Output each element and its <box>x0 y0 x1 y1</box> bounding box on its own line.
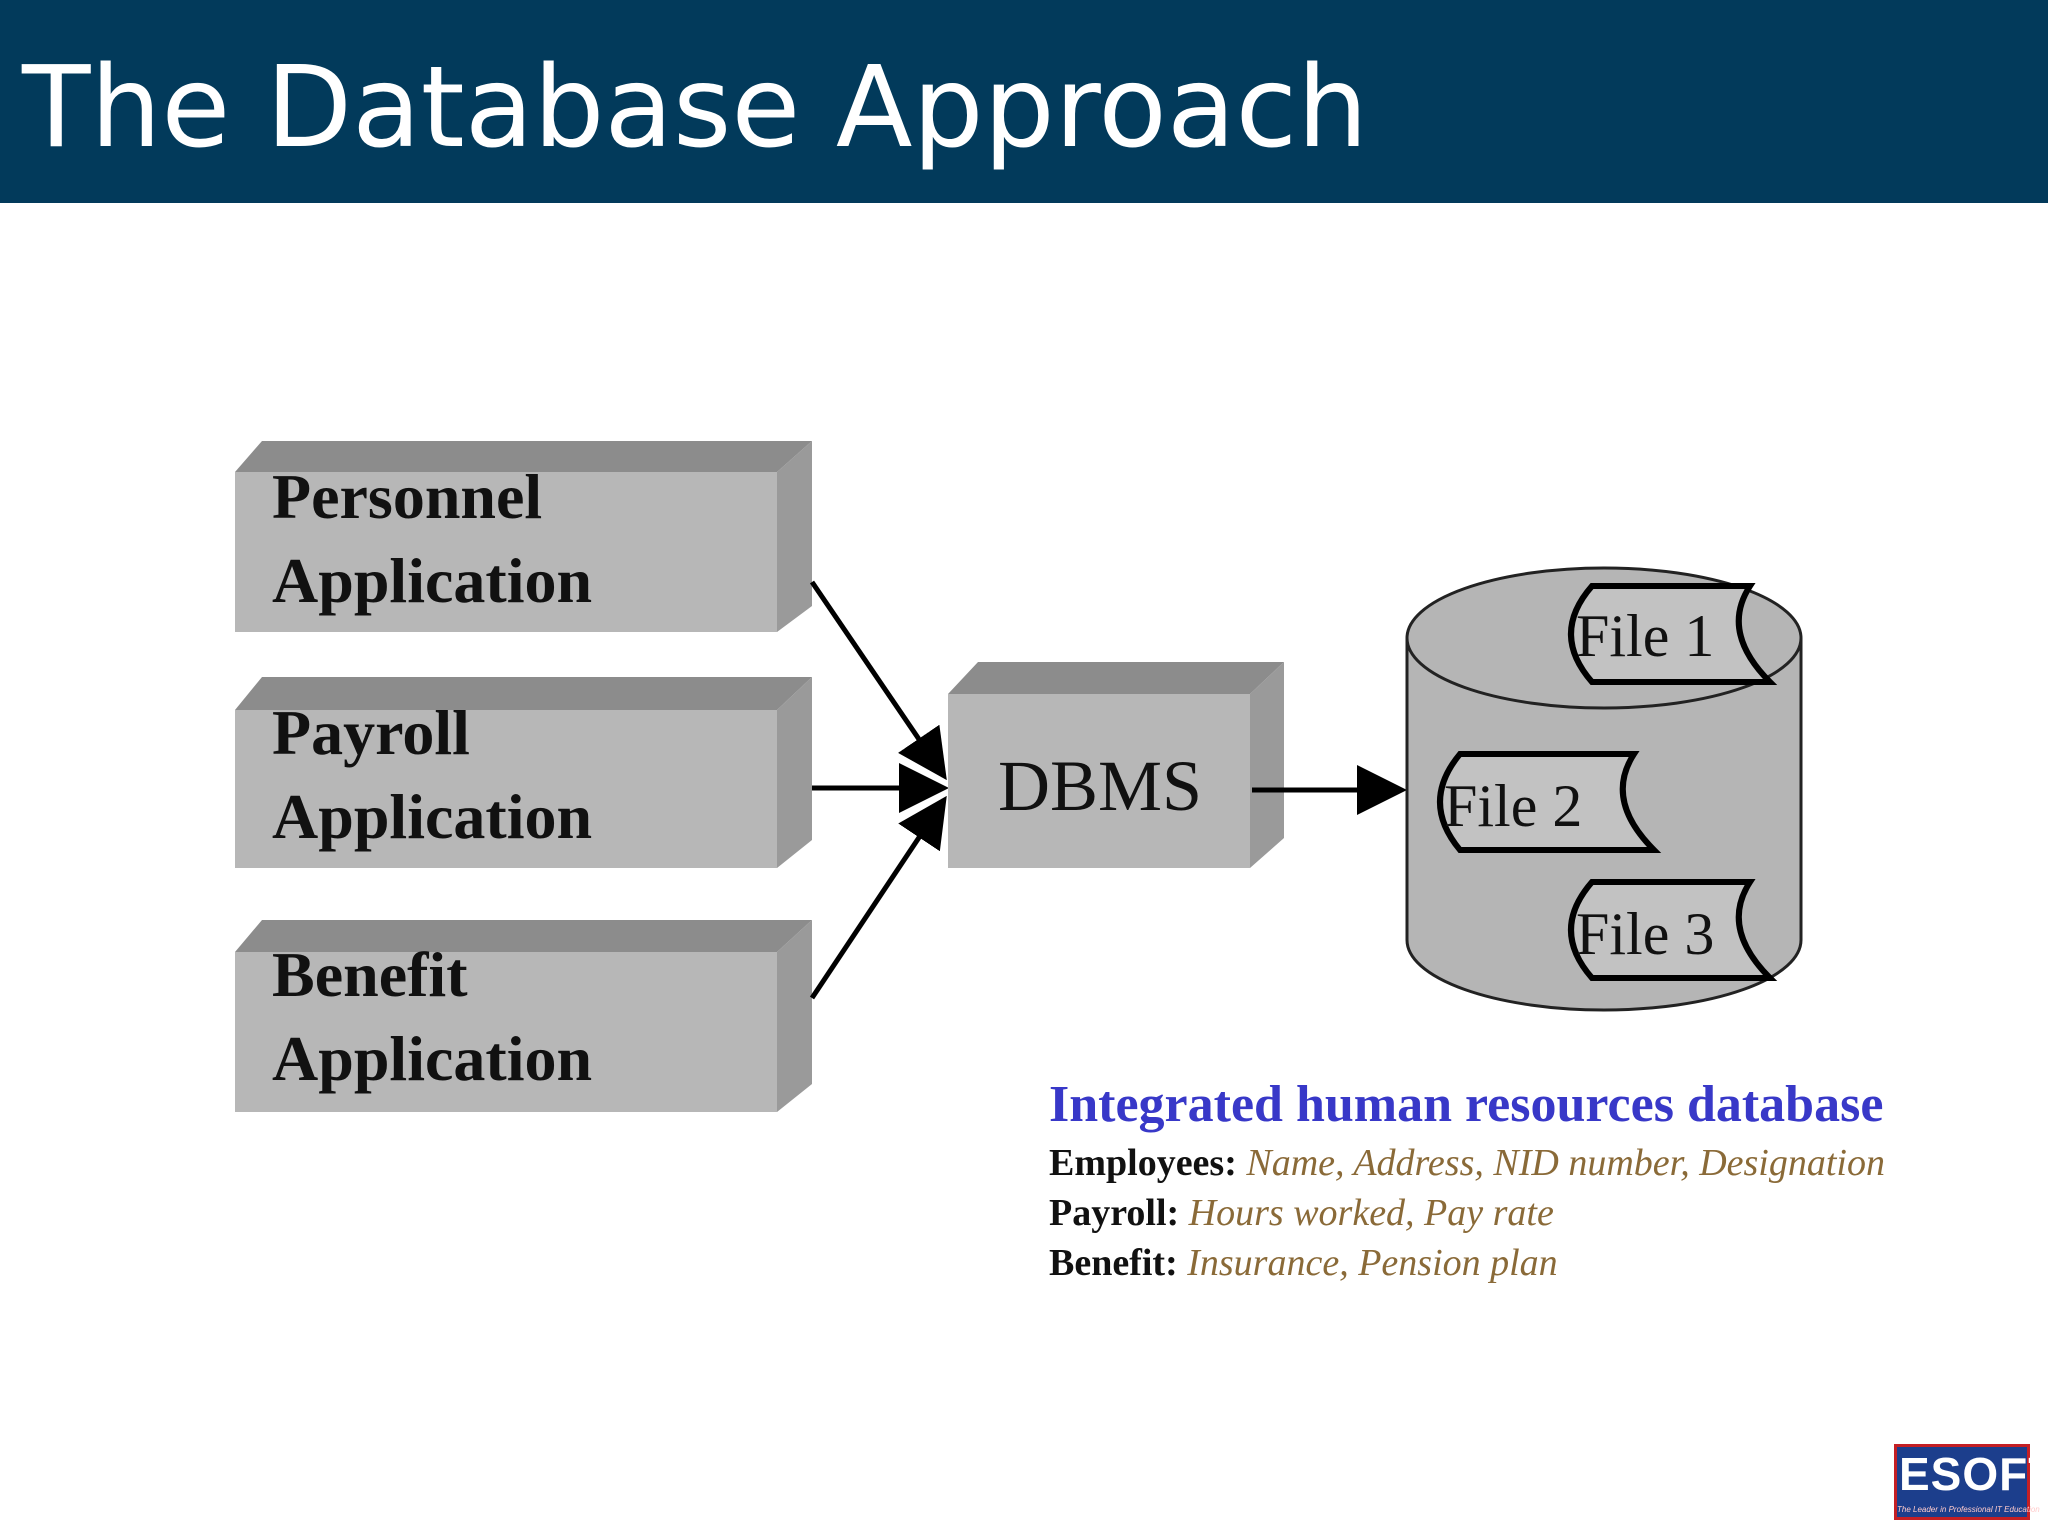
arrow-benefit-to-dbms <box>809 795 947 1000</box>
esoft-logo-wordmark: ESOFT <box>1899 1448 2048 1500</box>
payroll-application-label-line1: Payroll <box>272 697 470 768</box>
dbms-label: DBMS <box>998 746 1202 826</box>
file-1-scroll: File 1 <box>1568 583 1778 685</box>
info-key-payroll: Payroll: <box>1049 1192 1180 1234</box>
database-description-title: Integrated human resources database <box>1049 1076 1884 1133</box>
benefit-application-block: Benefit Application <box>235 920 812 1112</box>
payroll-application-label-line2: Application <box>272 781 592 852</box>
info-row-benefit: Benefit: Insurance, Pension plan <box>1049 1238 1885 1288</box>
personnel-application-label-line1: Personnel <box>272 461 542 532</box>
info-row-payroll: Payroll: Hours worked, Pay rate <box>1049 1188 1885 1238</box>
info-value-payroll: Hours worked, Pay rate <box>1188 1192 1554 1234</box>
payroll-application-block: Payroll Application <box>235 677 812 868</box>
file-3-scroll: File 3 <box>1568 879 1778 981</box>
database-description: Integrated human resources database Empl… <box>1049 1076 1885 1288</box>
info-row-employees: Employees: Name, Address, NID number, De… <box>1049 1138 1885 1188</box>
file-2-scroll: File 2 <box>1437 751 1662 853</box>
benefit-application-label-line2: Application <box>272 1023 592 1094</box>
personnel-application-block: Personnel Application <box>235 441 812 632</box>
info-value-employees: Name, Address, NID number, Designation <box>1246 1142 1885 1184</box>
arrow-personnel-to-dbms <box>809 580 947 781</box>
file-2-label: File 2 <box>1444 773 1582 839</box>
info-key-employees: Employees: <box>1049 1142 1237 1184</box>
file-3-label: File 3 <box>1576 901 1714 967</box>
title-bar: The Database Approach <box>0 0 2048 203</box>
benefit-application-label-line1: Benefit <box>272 939 468 1010</box>
info-value-benefit: Insurance, Pension plan <box>1187 1242 1558 1284</box>
personnel-application-label-line2: Application <box>272 545 592 616</box>
dbms-block: DBMS <box>948 662 1284 868</box>
esoft-logo-tagline: The Leader in Professional IT Education <box>1897 1505 2040 1514</box>
file-1-label: File 1 <box>1576 603 1714 669</box>
info-key-benefit: Benefit: <box>1049 1242 1178 1284</box>
esoft-logo: ESOFT The Leader in Professional IT Educ… <box>1894 1444 2048 1520</box>
slide-title: The Database Approach <box>22 43 1369 173</box>
